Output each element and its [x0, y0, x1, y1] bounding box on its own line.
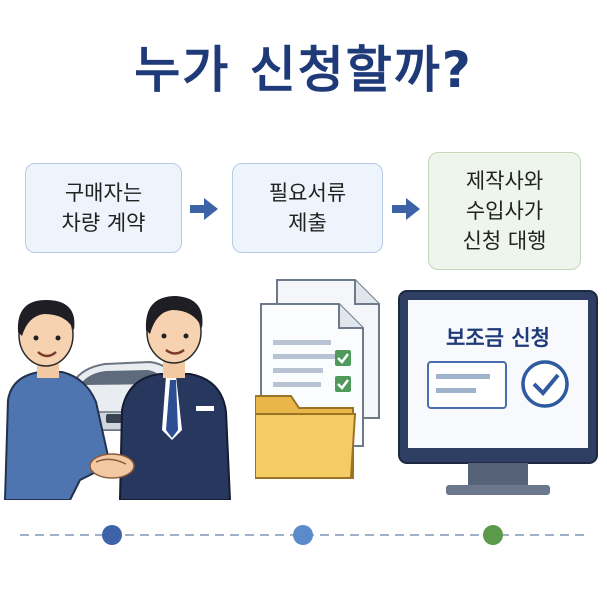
step-line: 신청 대행 — [462, 229, 547, 253]
step-line: 차량 계약 — [61, 211, 146, 235]
documents-illustration — [255, 279, 380, 479]
handshake-illustration — [3, 296, 232, 500]
timeline-dot-1 — [102, 525, 122, 545]
step-line: 구매자는 — [64, 181, 143, 205]
step-box-contract: 구매자는 차량 계약 — [25, 163, 182, 253]
folder-icon — [255, 395, 357, 479]
monitor-illustration: 보조금 신청 — [398, 290, 598, 500]
handshake-icon — [89, 453, 135, 479]
checkmark-icon — [335, 350, 351, 392]
timeline-dot-3 — [483, 525, 503, 545]
monitor-label: 보조금 신청 — [446, 326, 550, 350]
dealer-figure — [118, 296, 232, 500]
arrow-right-icon — [392, 198, 420, 220]
step-line: 제출 — [288, 211, 327, 235]
timeline — [20, 525, 587, 545]
step-line: 필요서류 — [268, 181, 347, 205]
monitor-icon — [398, 290, 598, 495]
checkmark-icon — [521, 360, 569, 408]
step-line: 제작사와 — [465, 169, 544, 193]
step-box-documents: 필요서류 제출 — [232, 163, 383, 253]
step-box-agency: 제작사와 수입사가 신청 대행 — [428, 152, 581, 270]
buyer-figure — [3, 300, 112, 500]
step-line: 수입사가 — [465, 199, 544, 223]
timeline-dot-2 — [293, 525, 313, 545]
arrow-right-icon — [190, 198, 218, 220]
page-title: 누가 신청할까? — [134, 41, 473, 99]
